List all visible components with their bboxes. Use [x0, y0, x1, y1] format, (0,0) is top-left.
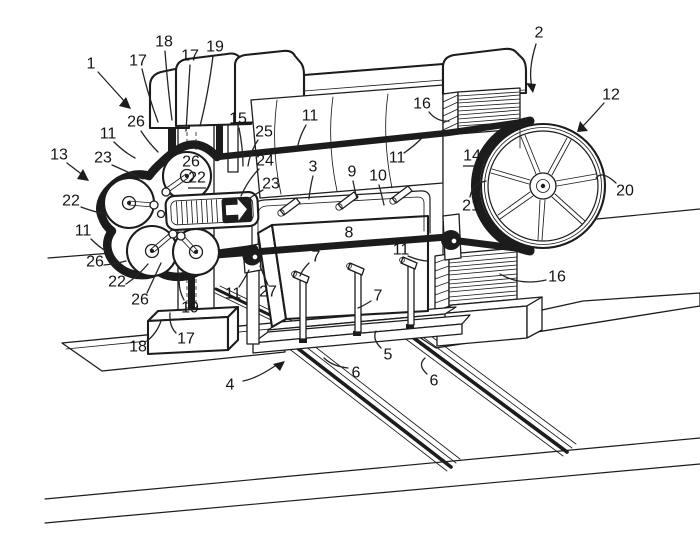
- ref-label-11: 11: [75, 223, 92, 240]
- blade-upper-run: [213, 117, 534, 161]
- ref-label-5: 5: [384, 347, 393, 364]
- ref-label-16: 16: [413, 96, 431, 113]
- ref-label-23: 23: [94, 150, 112, 167]
- ref-label-10: 10: [369, 168, 387, 185]
- ref-label-26: 26: [131, 292, 149, 309]
- right-tower: [434, 47, 543, 347]
- left-support-strip: [246, 263, 260, 345]
- direction-arrow-icon: [225, 198, 247, 221]
- ref-label-22: 22: [188, 170, 206, 187]
- ref-label-14: 14: [463, 148, 481, 165]
- ref-label-18: 18: [155, 34, 173, 51]
- ref-label-7: 7: [312, 249, 321, 266]
- adjusting-pins: [291, 256, 418, 343]
- ref-label-1: 1: [87, 56, 96, 73]
- ref-label-26: 26: [86, 254, 104, 271]
- ref-label-12: 12: [602, 87, 620, 104]
- ref-label-23: 23: [262, 176, 280, 193]
- workpiece-box: [256, 214, 430, 329]
- ref-label-18: 18: [129, 339, 147, 356]
- ref-label-6: 6: [430, 373, 439, 390]
- ref-label-19: 19: [206, 39, 224, 56]
- bellows-lower: [434, 247, 518, 317]
- ref-label-17: 17: [129, 53, 147, 70]
- ref-label-11: 11: [225, 286, 242, 303]
- ref-label-3: 3: [309, 159, 318, 176]
- ref-label-22: 22: [108, 274, 126, 291]
- ref-label-21: 21: [462, 198, 480, 215]
- ref-label-25: 25: [255, 124, 273, 141]
- wheel-spokes: [490, 134, 598, 241]
- ref-label-9: 9: [348, 164, 357, 181]
- tension-motor-capsule: [164, 191, 260, 231]
- ref-label-11: 11: [393, 242, 410, 259]
- ref-label-16: 16: [548, 269, 566, 286]
- ref-label-4: 4: [226, 377, 235, 394]
- ref-label-7: 7: [374, 288, 383, 305]
- pedestal-base: [146, 305, 240, 356]
- ground-lines: [44, 208, 700, 524]
- ref-label-20: 20: [616, 183, 634, 200]
- ref-label-27: 27: [259, 284, 277, 301]
- ref-label-11: 11: [100, 126, 117, 143]
- ref-label-19: 19: [181, 300, 199, 317]
- ref-label-24: 24: [256, 153, 274, 170]
- ref-label-17: 17: [177, 331, 195, 348]
- ref-label-26: 26: [127, 114, 145, 131]
- ref-label-22: 22: [62, 193, 80, 210]
- ref-label-2: 2: [535, 25, 544, 42]
- ref-label-13: 13: [50, 147, 68, 164]
- ref-label-6: 6: [352, 365, 361, 382]
- ref-label-15: 15: [229, 111, 247, 128]
- ref-label-11: 11: [302, 108, 319, 125]
- ref-label-8: 8: [345, 225, 354, 242]
- ref-label-11: 11: [389, 150, 406, 167]
- axle-pins: [277, 185, 413, 217]
- blade-guide-cluster: [96, 140, 260, 282]
- ref-label-17: 17: [181, 48, 199, 65]
- leader-lines: [66, 43, 617, 382]
- guide-wheels: [102, 150, 221, 278]
- ref-label-26: 26: [182, 154, 200, 171]
